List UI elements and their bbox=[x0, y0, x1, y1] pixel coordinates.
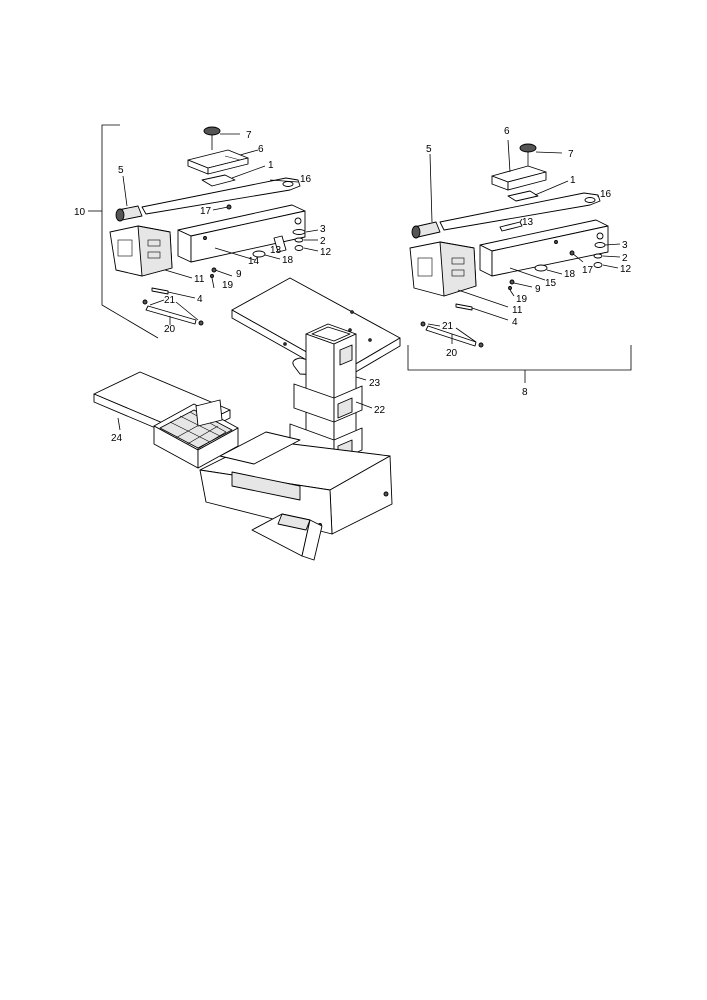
rod-right bbox=[420, 321, 484, 348]
shim-right bbox=[507, 190, 539, 202]
callout-2: 2 bbox=[320, 236, 326, 247]
bushing-left bbox=[252, 250, 266, 258]
callout-8: 8 bbox=[522, 387, 528, 398]
knob-left bbox=[203, 126, 240, 150]
callout-20: 20 bbox=[164, 324, 176, 335]
callout-11: 11 bbox=[194, 274, 205, 285]
callout-1-right: 1 bbox=[570, 175, 576, 186]
nut-12-right bbox=[593, 262, 603, 268]
callout-17: 17 bbox=[200, 206, 212, 217]
callout-2-right: 2 bbox=[622, 253, 628, 264]
callout-13: 13 bbox=[270, 245, 282, 256]
washer-2-right bbox=[593, 253, 603, 259]
beam-left bbox=[177, 204, 306, 263]
step-box-left bbox=[109, 225, 193, 279]
callout-20-right: 20 bbox=[446, 348, 458, 359]
callout-10: 10 bbox=[74, 207, 86, 218]
callout-21: 21 bbox=[164, 295, 176, 306]
callout-23: 23 bbox=[369, 378, 381, 389]
callout-19: 19 bbox=[222, 280, 234, 291]
bracket-10 bbox=[101, 124, 159, 339]
pin-4-left bbox=[151, 287, 169, 295]
callout-13-right: 13 bbox=[522, 217, 534, 228]
shim-left bbox=[201, 174, 236, 187]
step-box-right bbox=[409, 241, 509, 308]
clamp-plate-right bbox=[491, 139, 547, 191]
base-frame bbox=[199, 431, 393, 535]
callout-5: 5 bbox=[118, 165, 124, 176]
callout-12-right: 12 bbox=[620, 264, 632, 275]
pin-right bbox=[499, 221, 523, 232]
washer-3-left bbox=[292, 229, 306, 235]
bracket-8 bbox=[407, 345, 632, 371]
bushing-right bbox=[534, 264, 548, 272]
callout-17-right: 17 bbox=[582, 265, 594, 276]
callout-16: 16 bbox=[300, 174, 312, 185]
grip-right bbox=[411, 153, 441, 239]
clamp-plate-left bbox=[187, 149, 259, 175]
grid-step bbox=[153, 399, 239, 469]
central-assembly bbox=[93, 277, 401, 561]
callout-6-right: 6 bbox=[504, 126, 510, 137]
callout-18-right: 18 bbox=[564, 269, 576, 280]
left-assembly bbox=[88, 124, 319, 339]
callout-5-right: 5 bbox=[426, 144, 432, 155]
callout-16-right: 16 bbox=[600, 189, 612, 200]
callout-labels: 7 6 1 5 16 17 10 3 2 13 12 14 18 9 11 19… bbox=[74, 126, 632, 444]
callout-12: 12 bbox=[320, 247, 332, 258]
callout-9-right: 9 bbox=[535, 284, 541, 295]
beam-right bbox=[479, 219, 609, 281]
nut-12-left bbox=[294, 245, 304, 251]
callout-4: 4 bbox=[197, 294, 203, 305]
callout-7: 7 bbox=[246, 130, 252, 141]
callout-24: 24 bbox=[111, 433, 123, 444]
callout-6: 6 bbox=[258, 144, 264, 155]
callout-4-right: 4 bbox=[512, 317, 518, 328]
callout-7-right: 7 bbox=[568, 149, 574, 160]
foot-plate bbox=[251, 513, 323, 561]
callout-15: 15 bbox=[545, 278, 557, 289]
callout-11-right: 11 bbox=[512, 305, 523, 316]
pin-left bbox=[273, 235, 287, 253]
rod-left bbox=[142, 299, 204, 326]
handle-bar-right bbox=[439, 192, 601, 231]
callout-18: 18 bbox=[282, 255, 294, 266]
callout-14: 14 bbox=[248, 256, 260, 267]
callout-3-right: 3 bbox=[622, 240, 628, 251]
callout-3: 3 bbox=[320, 224, 326, 235]
grip-left bbox=[115, 175, 143, 222]
callout-1: 1 bbox=[268, 160, 274, 171]
callout-19-right: 19 bbox=[516, 294, 528, 305]
washer-2-left bbox=[294, 237, 304, 243]
callout-22: 22 bbox=[374, 405, 386, 416]
callout-21-right: 21 bbox=[442, 321, 454, 332]
knob-right bbox=[519, 143, 563, 166]
callout-9: 9 bbox=[236, 269, 242, 280]
handle-bar-left bbox=[141, 177, 301, 215]
washer-3-right bbox=[594, 242, 606, 248]
pin-4-right bbox=[455, 303, 473, 311]
right-assembly bbox=[407, 139, 632, 383]
